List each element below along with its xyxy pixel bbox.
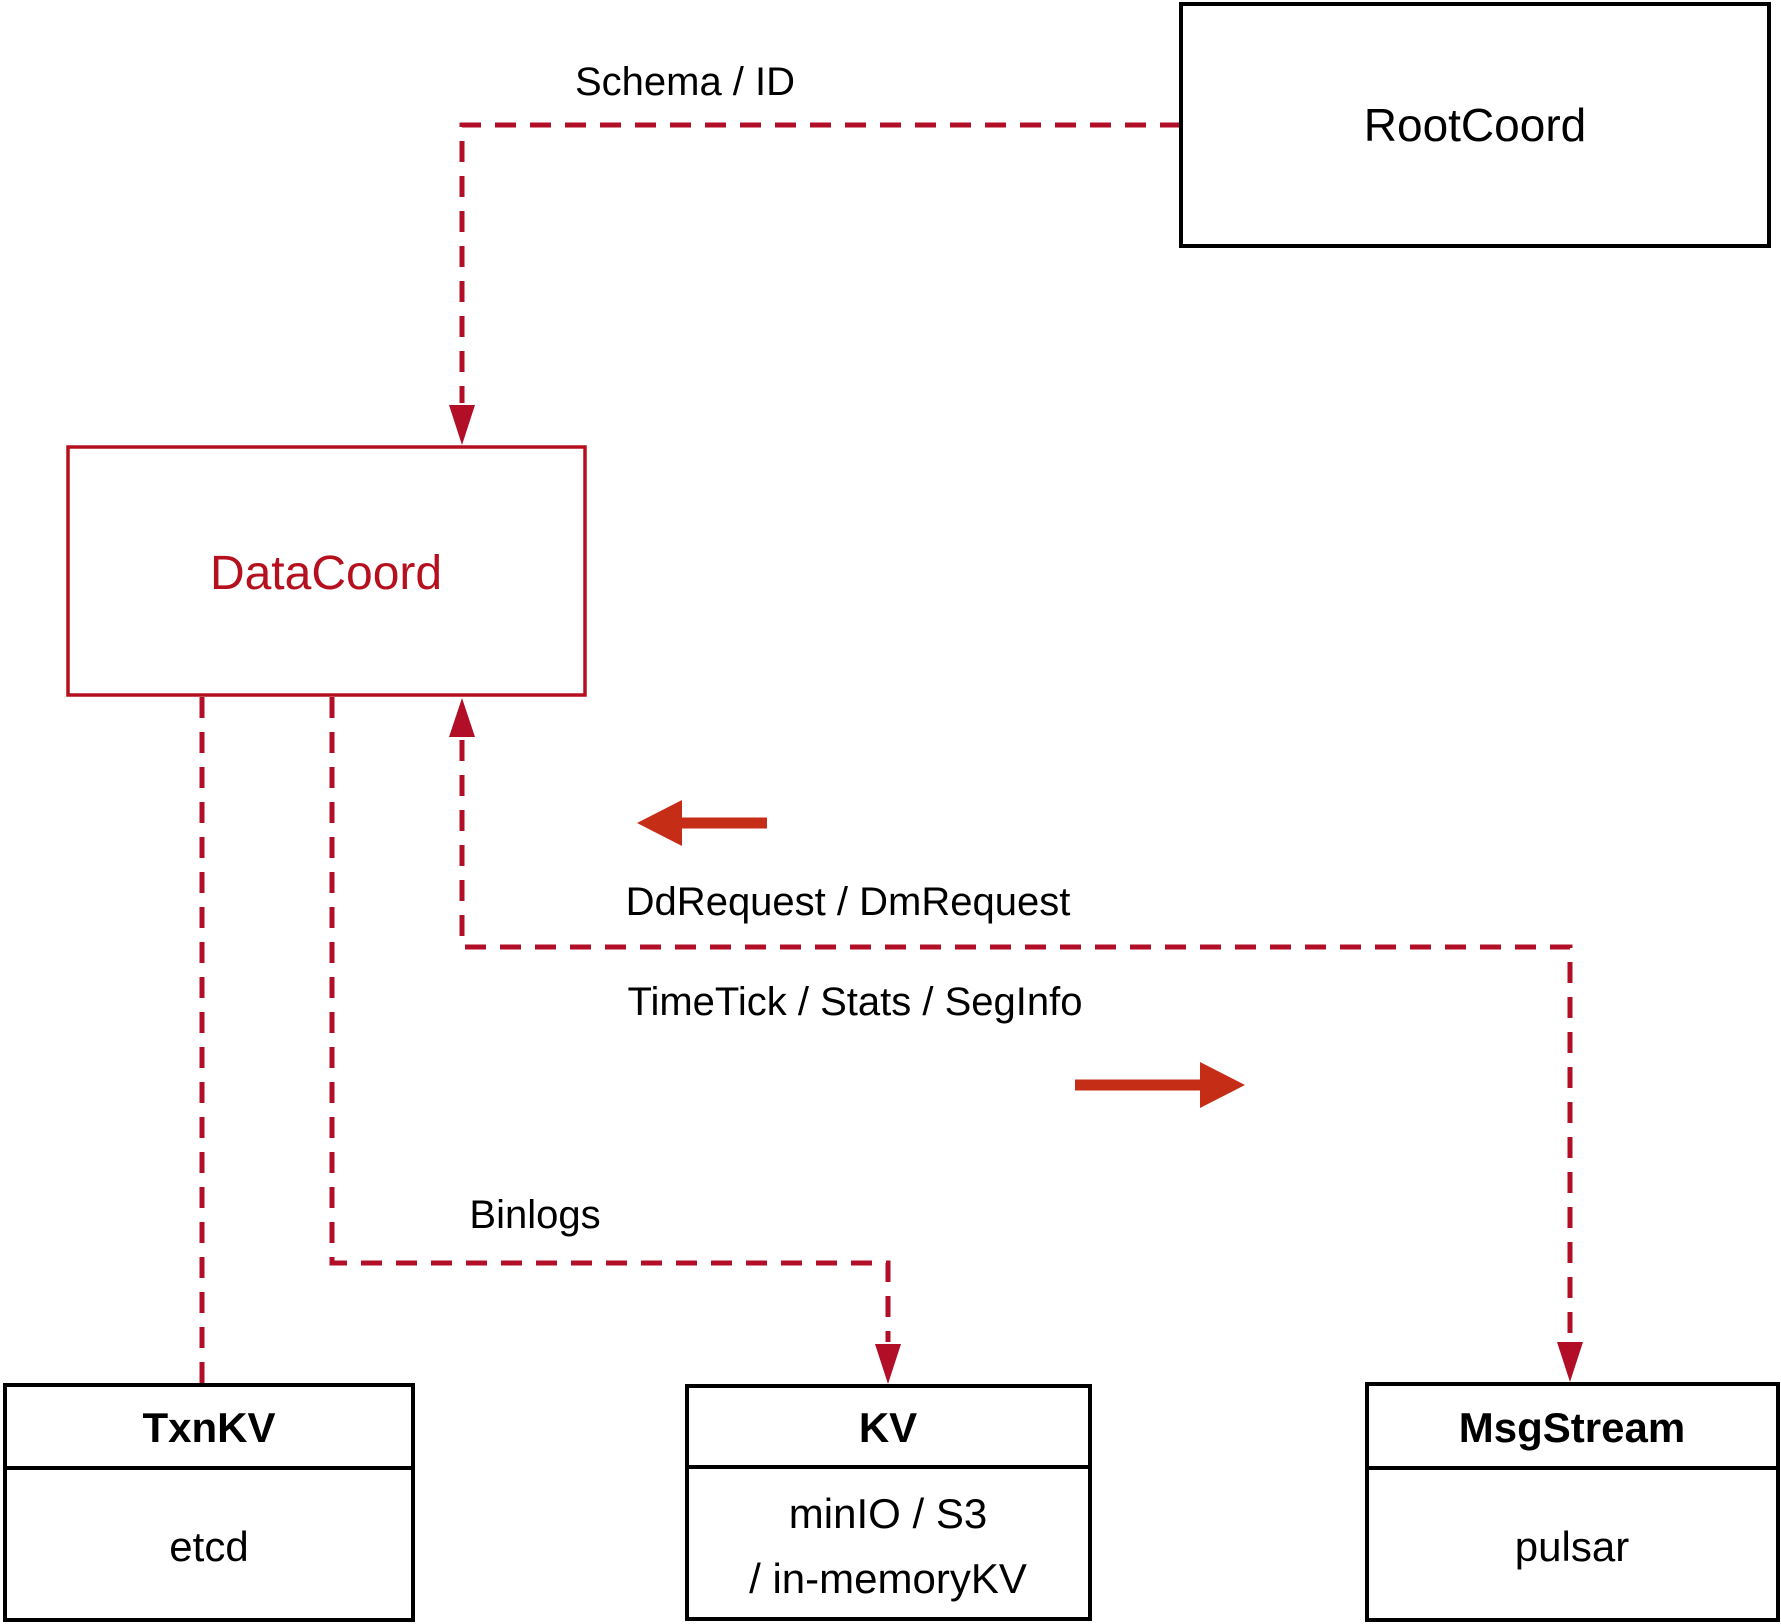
- txnkv-title: TxnKV: [142, 1404, 275, 1451]
- timetick-stats-seginfo-label: TimeTick / Stats / SegInfo: [628, 980, 1083, 1024]
- rootcoord-label: RootCoord: [1364, 99, 1586, 151]
- binlogs-label: Binlogs: [469, 1193, 600, 1237]
- msgstream-arrowhead-icon: [1557, 1342, 1583, 1382]
- txnkv-node: TxnKV etcd: [3, 1383, 415, 1622]
- datacoord-label: DataCoord: [210, 547, 442, 600]
- datacoord-node: DataCoord: [66, 445, 587, 697]
- kv-body-line2: / in-memoryKV: [749, 1555, 1027, 1602]
- schema-id-edge: [459, 122, 1181, 403]
- binlogs-arrowhead-icon: [875, 1344, 901, 1384]
- kv-body-line1: minIO / S3: [789, 1490, 987, 1537]
- leftward-direction-arrow-icon: [637, 800, 767, 846]
- kv-title: KV: [859, 1404, 917, 1451]
- binlogs-edge: [329, 697, 891, 1342]
- rightward-direction-arrow-icon: [1075, 1062, 1245, 1108]
- schema-id-arrowhead-icon: [449, 405, 475, 445]
- dd-dm-request-label: DdRequest / DmRequest: [626, 880, 1071, 924]
- msgstream-title: MsgStream: [1459, 1404, 1685, 1451]
- datacoord-msgstream-edge: [459, 740, 1573, 1340]
- schema-id-label: Schema / ID: [575, 60, 795, 104]
- rootcoord-node: RootCoord: [1179, 2, 1771, 248]
- datacoord-up-arrowhead-icon: [449, 698, 475, 737]
- kv-node: KV minIO / S3 / in-memoryKV: [685, 1384, 1092, 1621]
- txnkv-body: etcd: [169, 1523, 248, 1570]
- msgstream-node: MsgStream pulsar: [1365, 1382, 1780, 1622]
- msgstream-body: pulsar: [1515, 1523, 1629, 1570]
